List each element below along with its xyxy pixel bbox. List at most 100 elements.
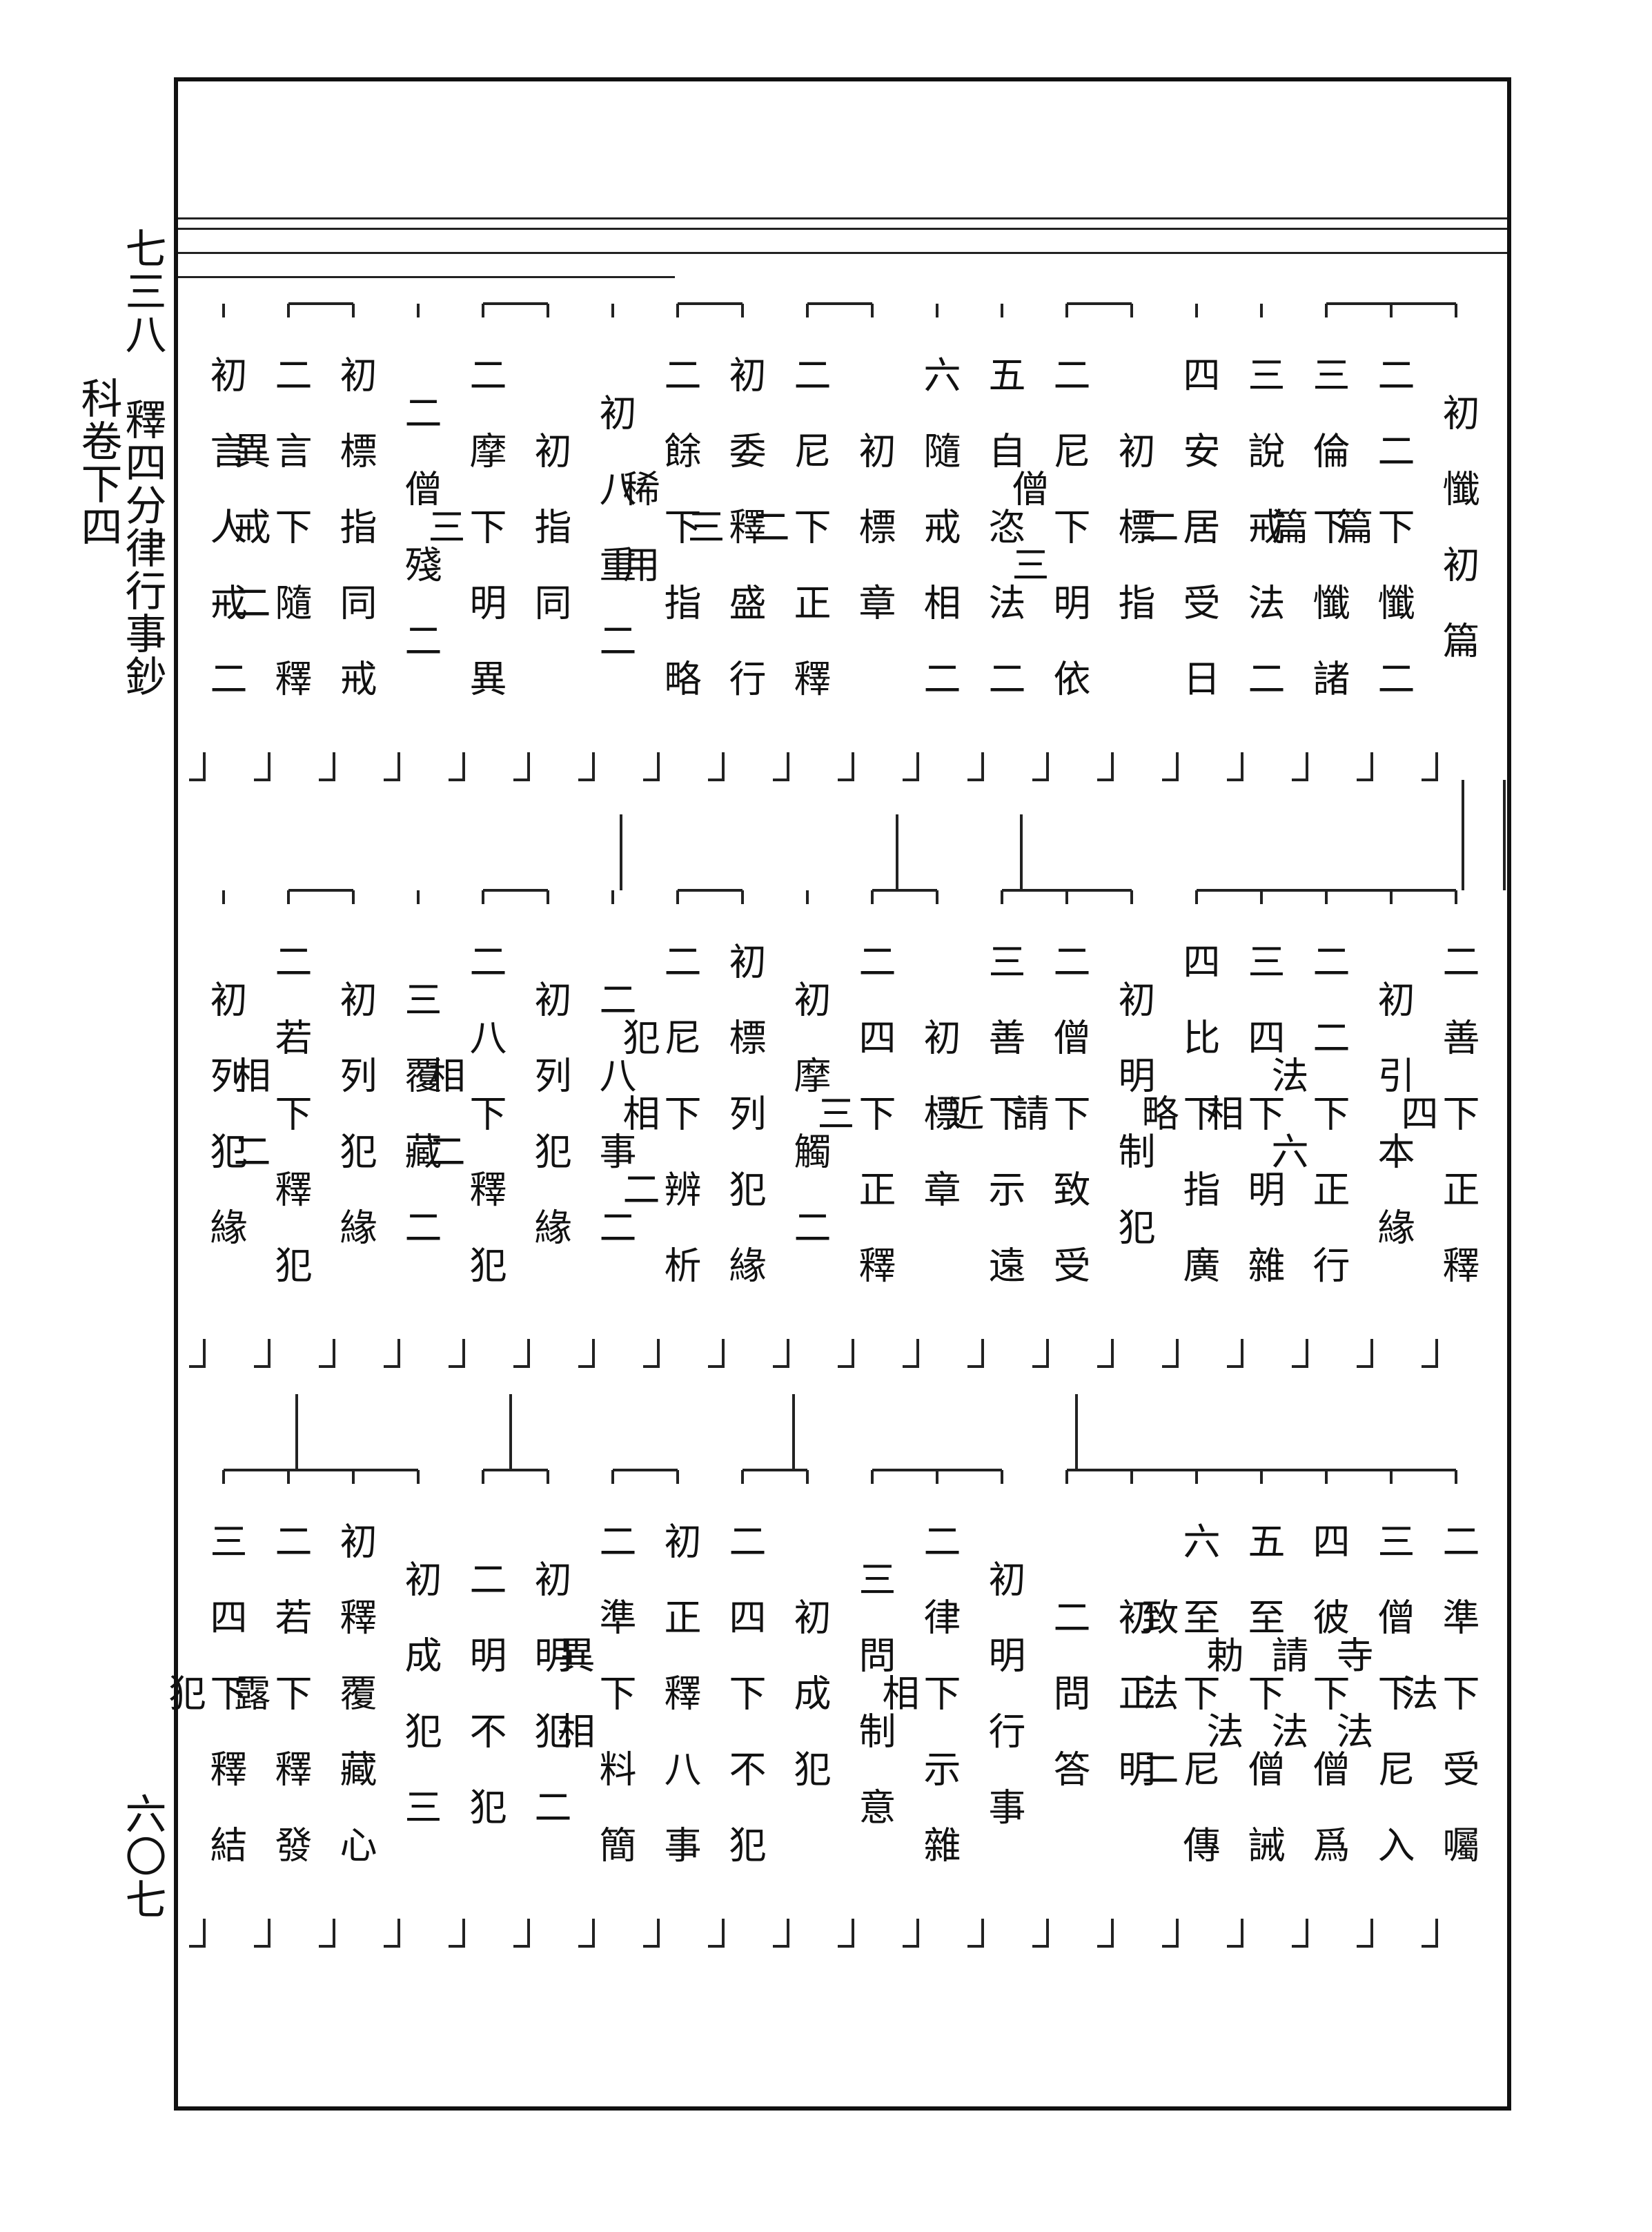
outline-entry: 六至下尼傳致法二 bbox=[1135, 1522, 1220, 1901]
outline-entry: 初標列犯緣 bbox=[722, 942, 766, 1322]
outline-entry: 初明犯二 bbox=[528, 1560, 571, 1863]
closing-bracket bbox=[708, 1919, 725, 1948]
closing-bracket bbox=[1422, 752, 1438, 781]
closing-bracket bbox=[1097, 1339, 1114, 1368]
closing-bracket bbox=[1227, 752, 1243, 781]
closing-bracket bbox=[578, 752, 595, 781]
closing-bracket bbox=[773, 1919, 789, 1948]
outline-entry: 初正釋八事 bbox=[658, 1522, 701, 1901]
outline-entry: 二八事二 bbox=[593, 980, 636, 1284]
outline-entry: 初摩觸二 bbox=[787, 980, 831, 1284]
closing-bracket bbox=[643, 1919, 660, 1948]
outline-entry: 初標指 bbox=[1112, 431, 1155, 659]
outline-entry: 初成犯三 bbox=[398, 1560, 442, 1863]
closing-bracket bbox=[1227, 1919, 1243, 1948]
outline-entry: 二若下釋發露 bbox=[227, 1522, 312, 1901]
outline-entry: 初正明 bbox=[1112, 1598, 1155, 1825]
outline-entry: 二摩下明異三 bbox=[422, 355, 507, 735]
closing-bracket bbox=[513, 1339, 530, 1368]
closing-bracket bbox=[1097, 752, 1114, 781]
closing-bracket bbox=[1032, 1339, 1049, 1368]
closing-bracket bbox=[319, 1339, 335, 1368]
outline-entry: 五至下僧誡勅法 bbox=[1200, 1522, 1285, 1901]
outline-entry: 二準下料簡異相 bbox=[551, 1522, 636, 1901]
closing-bracket bbox=[1097, 1919, 1114, 1948]
closing-bracket bbox=[1357, 1919, 1373, 1948]
outline-entry: 初言人戒二 bbox=[204, 355, 247, 735]
closing-bracket bbox=[1162, 752, 1179, 781]
closing-bracket bbox=[319, 752, 335, 781]
outline-entry: 三僧下尼入寺法 bbox=[1330, 1522, 1415, 1901]
closing-bracket bbox=[578, 1919, 595, 1948]
top-rule-2 bbox=[178, 228, 1507, 230]
closing-bracket bbox=[1032, 1919, 1049, 1948]
outline-entry: 初懺初篇 bbox=[1436, 393, 1479, 697]
outline-entry: 二明不犯 bbox=[463, 1560, 507, 1863]
outline-entry: 初列犯緣 bbox=[204, 980, 247, 1284]
outline-entry: 二問答 bbox=[1047, 1598, 1090, 1825]
closing-bracket bbox=[1292, 752, 1308, 781]
outline-entry: 四比下指廣略 bbox=[1135, 942, 1220, 1322]
closing-bracket bbox=[1357, 1339, 1373, 1368]
outline-entry: 二尼下明依僧三 bbox=[1005, 355, 1090, 735]
outline-entry: 二二下正行法六 bbox=[1265, 942, 1350, 1322]
closing-bracket bbox=[838, 1919, 854, 1948]
closing-bracket bbox=[578, 1339, 595, 1368]
outline-entry: 初委釋盛行三 bbox=[681, 355, 766, 735]
outline-entry: 三問制意 bbox=[852, 1560, 896, 1863]
outline-entry: 初成犯 bbox=[787, 1598, 831, 1825]
page-header: 七三八 釋四分律行事鈔科卷下四 bbox=[74, 227, 166, 698]
closing-bracket bbox=[903, 752, 919, 781]
outline-entry: 二四下不犯 bbox=[722, 1522, 766, 1901]
closing-bracket bbox=[254, 1339, 271, 1368]
closing-bracket bbox=[903, 1339, 919, 1368]
outline-entry: 三四下明雜相 bbox=[1200, 942, 1285, 1322]
outline-entry: 二尼下辨析犯相二 bbox=[616, 942, 701, 1322]
closing-bracket bbox=[967, 1919, 984, 1948]
closing-bracket bbox=[384, 1339, 400, 1368]
outline-entry: 初明制犯 bbox=[1112, 980, 1155, 1284]
outline-entry: 初列犯緣 bbox=[333, 980, 377, 1284]
closing-bracket bbox=[967, 752, 984, 781]
closing-bracket bbox=[189, 1919, 206, 1948]
outline-entry: 二四下正釋三 bbox=[811, 942, 896, 1322]
closing-bracket bbox=[1292, 1919, 1308, 1948]
outline-entry: 三善下示遠近 bbox=[941, 942, 1025, 1322]
outline-entry: 初列犯緣 bbox=[528, 980, 571, 1284]
closing-bracket bbox=[1357, 752, 1373, 781]
outline-entry: 初引本緣 bbox=[1371, 980, 1415, 1284]
page-number: 六〇七 bbox=[118, 1792, 166, 1921]
closing-bracket bbox=[1227, 1339, 1243, 1368]
closing-bracket bbox=[838, 752, 854, 781]
closing-bracket bbox=[1032, 752, 1049, 781]
top-rule-3 bbox=[178, 252, 1507, 254]
closing-bracket bbox=[513, 752, 530, 781]
outline-entry: 初標指同戒 bbox=[333, 355, 377, 735]
outline-entry: 三倫下懺諸篇 bbox=[1265, 355, 1350, 735]
outline-entry: 二善下正釋四 bbox=[1395, 942, 1479, 1322]
closing-bracket bbox=[254, 752, 271, 781]
top-rule-1 bbox=[178, 217, 1507, 219]
outline-entry: 六隨戒相二 bbox=[917, 355, 961, 735]
outline-entry: 五自恣法二 bbox=[982, 355, 1025, 735]
closing-bracket bbox=[319, 1919, 335, 1948]
closing-bracket bbox=[189, 1339, 206, 1368]
closing-bracket bbox=[254, 1919, 271, 1948]
closing-bracket bbox=[1162, 1339, 1179, 1368]
closing-bracket bbox=[384, 752, 400, 781]
top-rule-4 bbox=[178, 276, 675, 278]
outline-entry: 二僧殘二 bbox=[398, 393, 442, 697]
closing-bracket bbox=[967, 1339, 984, 1368]
closing-bracket bbox=[449, 1919, 465, 1948]
closing-bracket bbox=[903, 1919, 919, 1948]
closing-bracket bbox=[384, 1919, 400, 1948]
outline-entry: 二八下釋犯相二 bbox=[422, 942, 507, 1322]
closing-bracket bbox=[643, 1339, 660, 1368]
outline-entry: 四安居受日二 bbox=[1135, 355, 1220, 735]
outline-entry: 初八重二 bbox=[593, 393, 636, 697]
outline-entry: 二尼下正釋二 bbox=[746, 355, 831, 735]
closing-bracket bbox=[1292, 1339, 1308, 1368]
closing-bracket bbox=[449, 752, 465, 781]
